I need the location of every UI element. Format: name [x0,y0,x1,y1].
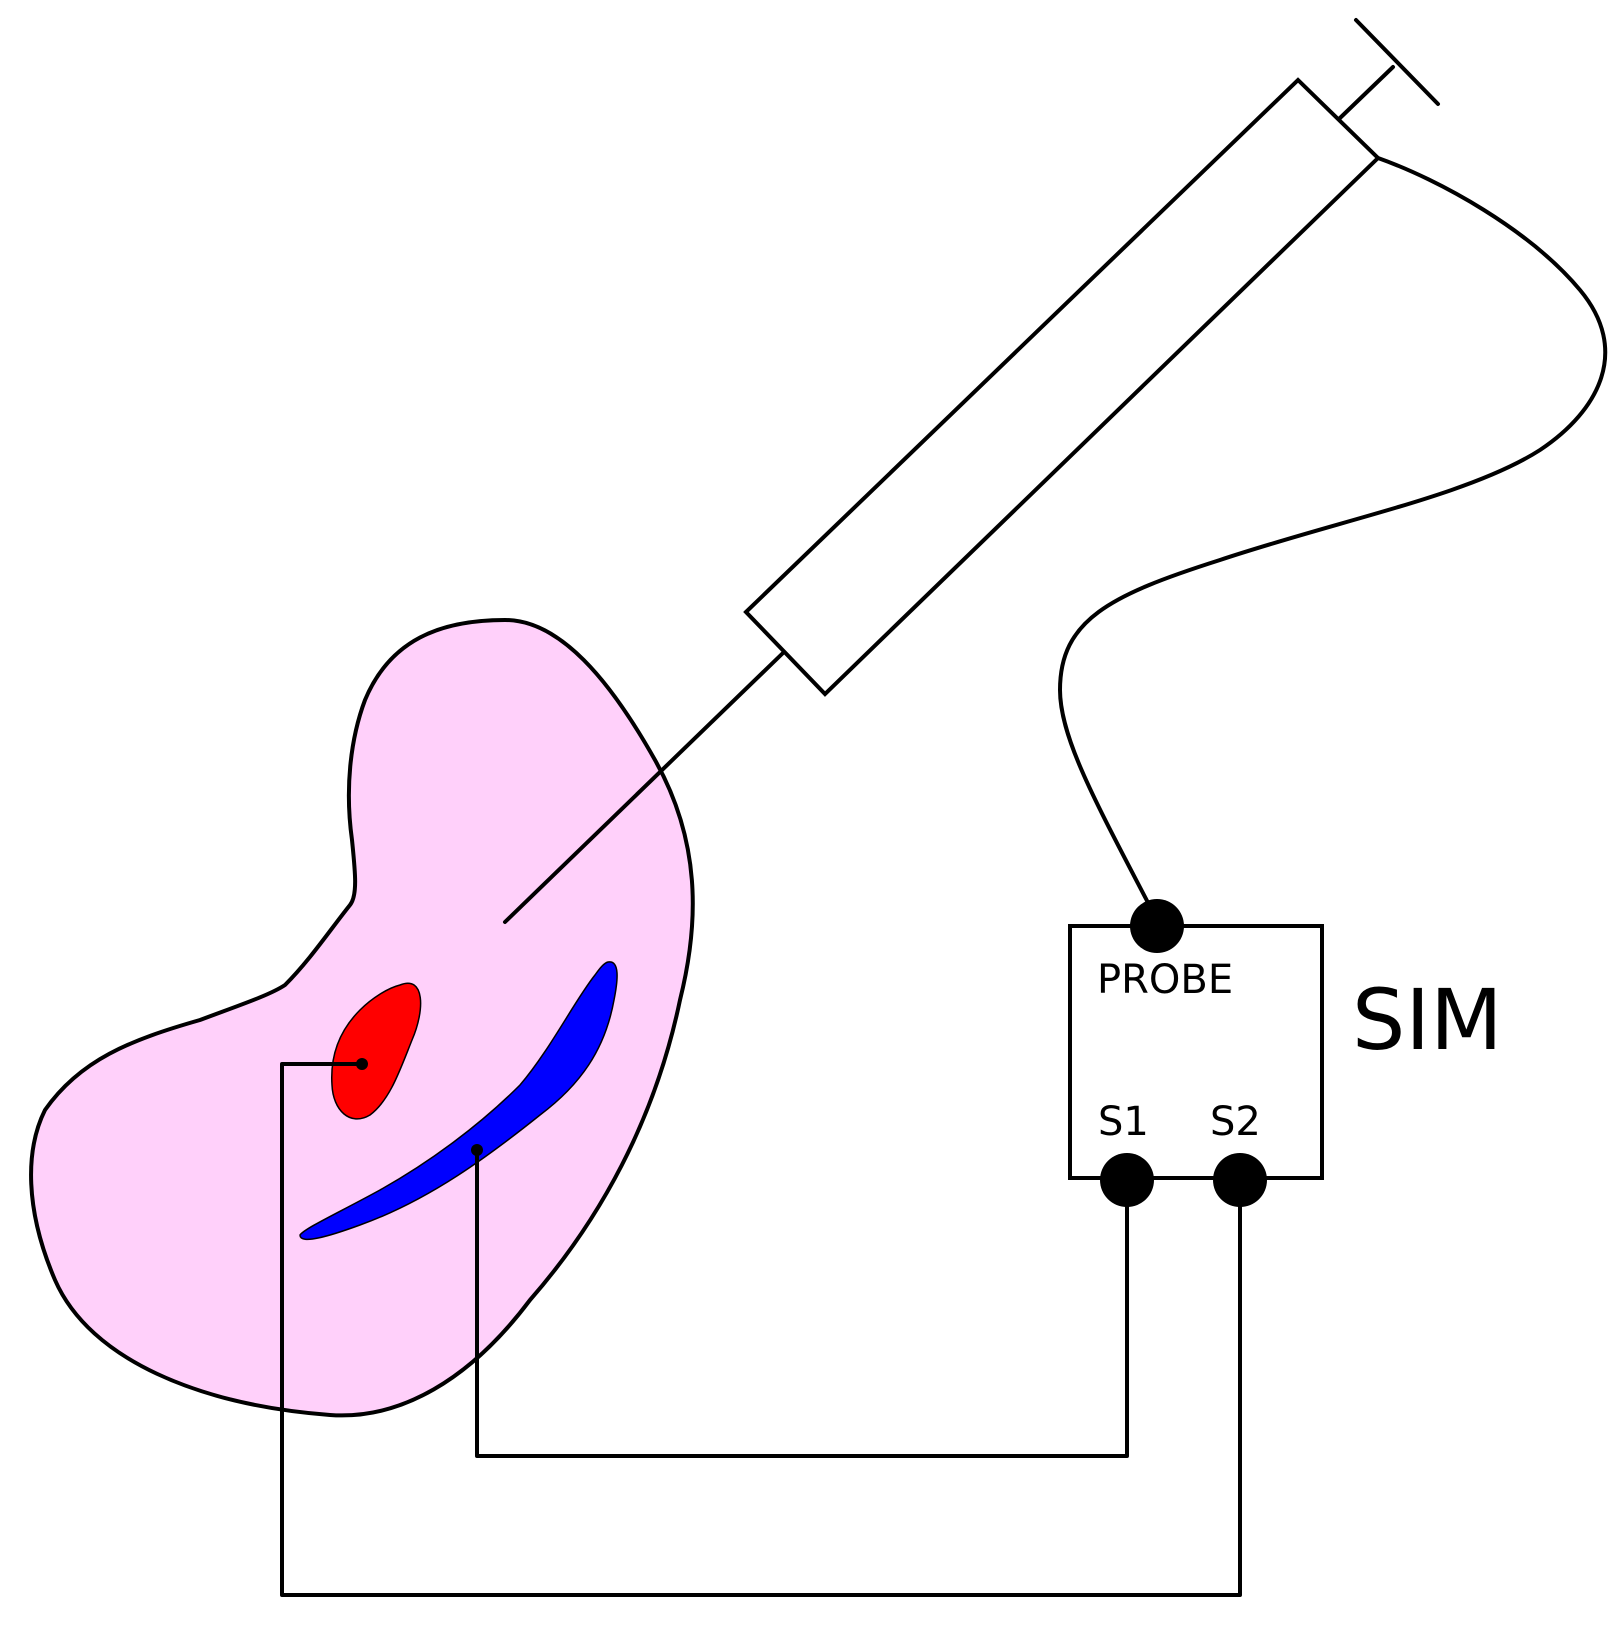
probe-port-label: PROBE [1097,957,1233,1003]
probe-needle [503,650,786,924]
sim-device-title: SIM [1352,971,1503,1069]
s1-port-terminal [1100,1153,1154,1207]
probe-port-terminal [1130,899,1184,953]
probe-cable [1058,156,1608,922]
probe-body [743,77,1381,697]
probe-plunger-stem [1338,65,1395,120]
wire-s2-to-red-region [280,1062,1242,1597]
probe-plunger-handle [1354,18,1440,106]
wire-s1-to-blue-region [475,1148,1129,1458]
blue-region [299,961,618,1241]
s2-port-label: S2 [1210,1099,1261,1145]
sim-device-box [1068,924,1324,1180]
s1-port-label: S1 [1098,1099,1149,1145]
blue-region-contact-dot [471,1144,483,1156]
red-region [331,982,422,1120]
red-region-contact-dot [356,1058,368,1070]
s2-port-terminal [1213,1153,1267,1207]
